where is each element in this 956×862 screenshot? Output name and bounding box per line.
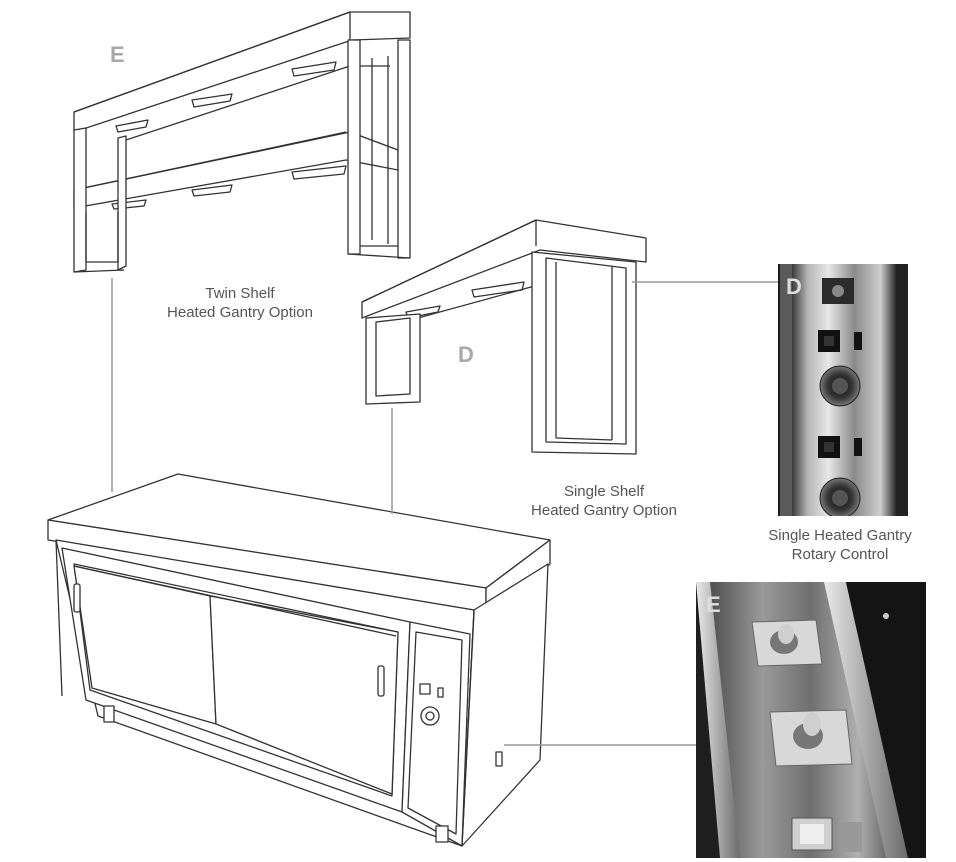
gantry-switches-illustration	[696, 582, 926, 858]
twin-shelf-letter: E	[110, 42, 125, 67]
photo-e-letter: E	[706, 592, 721, 617]
photo-gantry-switches: E	[696, 582, 926, 858]
single-shelf-gantry	[361, 219, 647, 455]
single-shelf-label: Single Shelf Heated Gantry Option	[504, 482, 704, 520]
rotary-control-label-line1: Single Heated Gantry	[768, 527, 912, 544]
hot-cupboard	[47, 473, 551, 847]
rotary-control-label: Single Heated Gantry Rotary Control	[740, 526, 940, 564]
twin-shelf-label: Twin Shelf Heated Gantry Option	[140, 284, 340, 322]
rotary-control-illustration	[780, 264, 908, 516]
connector-lines	[111, 278, 778, 746]
twin-shelf-gantry	[73, 11, 411, 273]
single-shelf-letter: D	[458, 342, 474, 367]
twin-shelf-label-line2: Heated Gantry Option	[167, 304, 313, 321]
rotary-control-label-line2: Rotary Control	[791, 546, 889, 563]
single-shelf-label-line2: Heated Gantry Option	[531, 502, 677, 519]
twin-shelf-label-line1: Twin Shelf	[205, 285, 275, 302]
single-shelf-label-line1: Single Shelf	[563, 483, 645, 500]
photo-rotary-control: D	[778, 264, 908, 516]
photo-d-letter: D	[786, 274, 802, 299]
